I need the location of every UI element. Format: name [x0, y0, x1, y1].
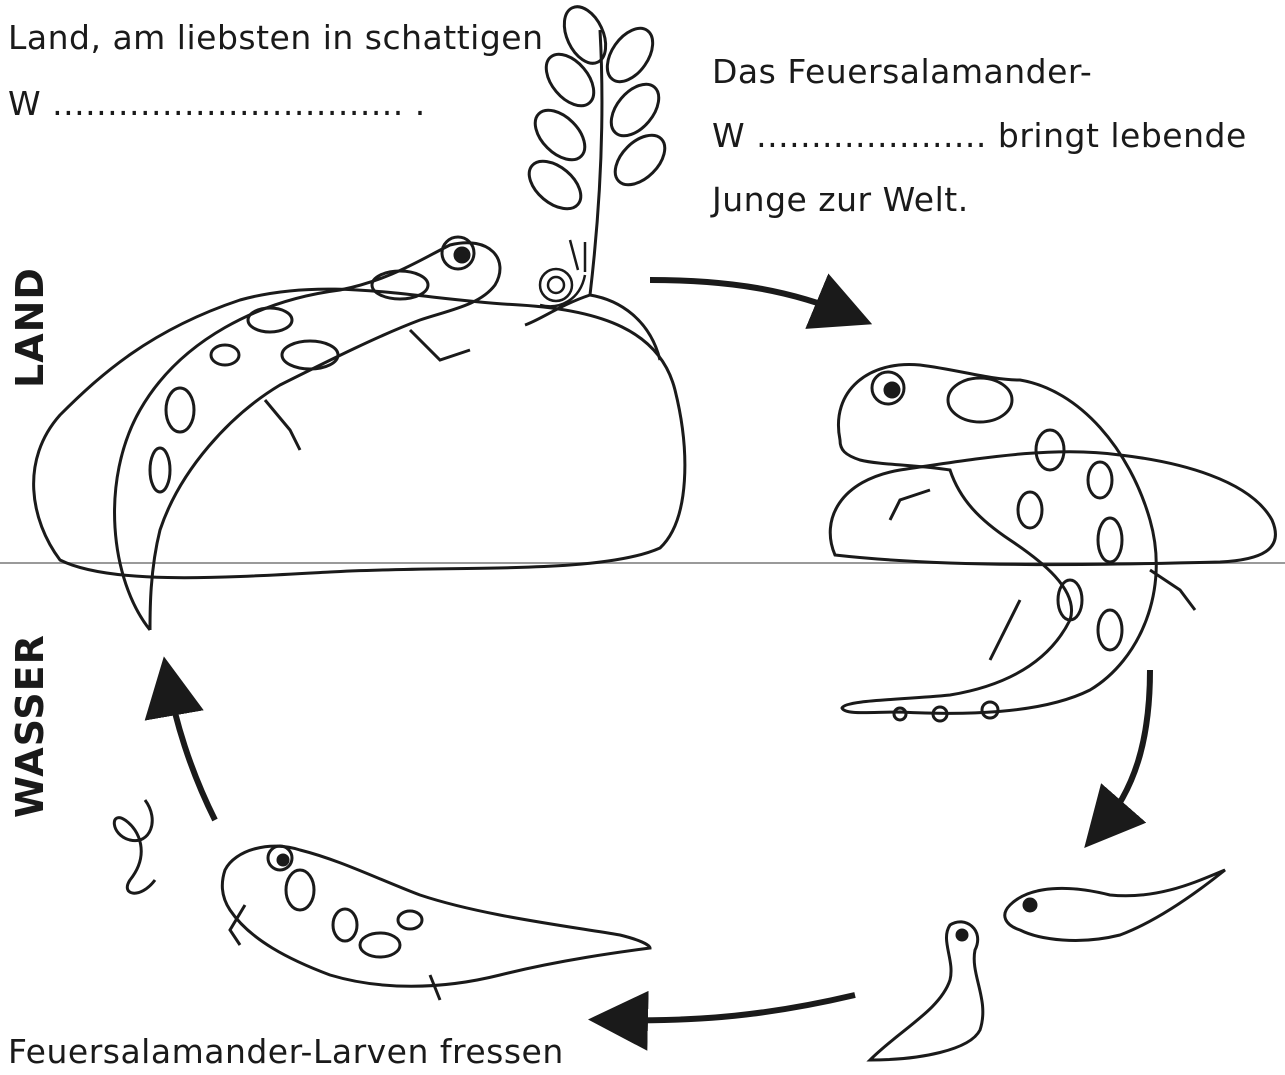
- larvae: [870, 870, 1225, 1060]
- text-top-right-line1: Das Feuersalamander-: [712, 52, 1092, 91]
- text-top-right-line3: Junge zur Welt.: [712, 180, 969, 219]
- arrow-female-to-larvae: [1100, 670, 1150, 830]
- snail: [540, 240, 585, 306]
- text-bottom-left: Feuersalamander-Larven fressen: [8, 1032, 564, 1071]
- label-water: WASSER: [8, 634, 52, 818]
- text-top-right-line2: W ..................... bringt lebende: [712, 116, 1247, 155]
- text-top-left-line2: W ................................ .: [8, 84, 426, 123]
- salamander-female: [838, 364, 1195, 721]
- worm: [114, 800, 155, 893]
- text-top-left-line1: Land, am liebsten in schattigen: [8, 18, 544, 57]
- label-land: LAND: [8, 267, 52, 388]
- salamander-young: [222, 846, 650, 1000]
- rock-left: [34, 289, 685, 578]
- arrow-land-to-female: [650, 280, 850, 315]
- arrow-larvae-to-young: [612, 995, 855, 1020]
- arrow-young-to-land: [168, 680, 215, 820]
- salamander-adult-rock: [115, 237, 500, 630]
